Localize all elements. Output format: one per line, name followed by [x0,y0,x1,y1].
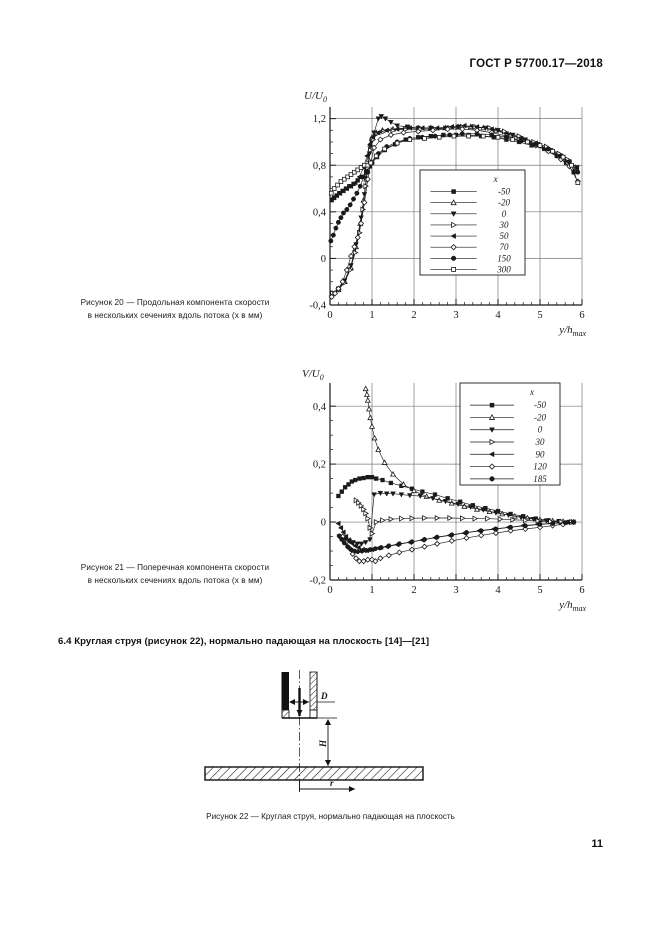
figure-22-caption: Рисунок 22 — Круглая струя, нормально па… [206,812,455,821]
chart-axes [329,383,583,581]
y-tick-label: 1,2 [313,114,326,125]
chart-series [353,497,575,537]
legend-entry-label: 30 [535,437,546,447]
figure-20-caption: Рисунок 20 — Продольная компонента скоро… [40,296,310,322]
chart-series-group [335,385,577,565]
nozzle-right-base [309,709,318,719]
x-axis-label: y/hmax [558,324,586,338]
x-tick-label: 5 [537,310,542,321]
x-tick-label: 0 [327,310,332,321]
legend-entry-label: 70 [500,242,510,252]
x-tick-label: 1 [369,585,374,596]
legend-entry-label: -50 [498,187,510,197]
chart-series-group [328,114,581,300]
legend-entry-label: 185 [533,474,547,484]
legend-entry-label: -50 [534,400,546,410]
chart-series [328,133,581,196]
chart-gridlines [330,107,583,305]
y-tick-label: -0,4 [309,301,326,312]
diameter-label: D [320,691,328,701]
x-tick-label: 1 [369,310,374,321]
y-tick-label: -0,2 [309,576,326,587]
radius-label: r [330,778,334,788]
nozzle-left-base [281,709,290,719]
chart-series [336,519,577,555]
legend-title: x [493,174,498,184]
legend-entry-label: 300 [496,264,511,274]
x-tick-label: 3 [453,585,458,596]
legend-box [459,382,561,486]
y-tick-label: 0,8 [313,161,326,172]
legend-entry-label: -20 [534,412,546,422]
y-axis-label: U/U0 [304,90,327,104]
x-axis-label: y/hmax [558,599,586,613]
legend-title: x [529,387,534,397]
legend-entry-label: 30 [499,220,510,230]
legend-entry-label: 90 [536,449,546,459]
ground-plate [204,766,424,781]
x-tick-label: 2 [411,585,416,596]
legend-entry-label: 50 [500,231,510,241]
x-tick-label: 0 [327,585,332,596]
standard-header: ГОСТ Р 57700.17—2018 [469,58,603,70]
height-label: H [318,739,328,748]
y-tick-label: 0,4 [313,207,327,218]
section-heading-6-4: 6.4 Круглая струя (рисунок 22), нормальн… [58,636,430,647]
legend-entry-label: -20 [498,198,510,208]
legend-entry-label: 0 [502,209,507,219]
figure-22-diagram: D H r [185,668,475,798]
y-tick-label: 0,2 [313,460,326,471]
x-tick-label: 4 [495,585,501,596]
chart-axes [329,107,583,306]
x-tick-label: 6 [579,310,584,321]
y-tick-label: 0 [321,518,326,529]
nozzle-outline [281,672,318,718]
y-axis-label: V/U0 [302,368,324,382]
legend-entry-label: 0 [538,425,543,435]
figure-20-caption-line2: в нескольких сечениях вдоль потока (x в … [87,311,263,320]
legend-entry-label: 150 [497,253,511,263]
y-tick-label: 0 [321,254,326,265]
page-number: 11 [591,838,603,850]
legend-box [419,169,526,276]
y-tick-label: 0,4 [313,402,327,413]
x-tick-label: 3 [453,310,458,321]
figure-20-caption-line1: Рисунок 20 — Продольная компонента скоро… [80,298,270,307]
nozzle-left-wall [282,672,289,710]
chart-legend: x-50 -20 0 30 90 120 185 [459,382,561,486]
figure-21-caption-line1: Рисунок 21 — Поперечная компонента скоро… [80,563,270,572]
nozzle-right-wall [309,671,318,711]
figure-21-caption: Рисунок 21 — Поперечная компонента скоро… [40,561,310,587]
legend-entry-label: 120 [533,462,547,472]
x-tick-label: 5 [537,585,542,596]
figure-22-svg: D H r [204,670,424,792]
x-tick-label: 6 [579,585,584,596]
x-tick-label: 4 [495,310,501,321]
figure-21-caption-line2: в нескольких сечениях вдоль потока (x в … [87,576,263,585]
x-tick-label: 2 [411,310,416,321]
